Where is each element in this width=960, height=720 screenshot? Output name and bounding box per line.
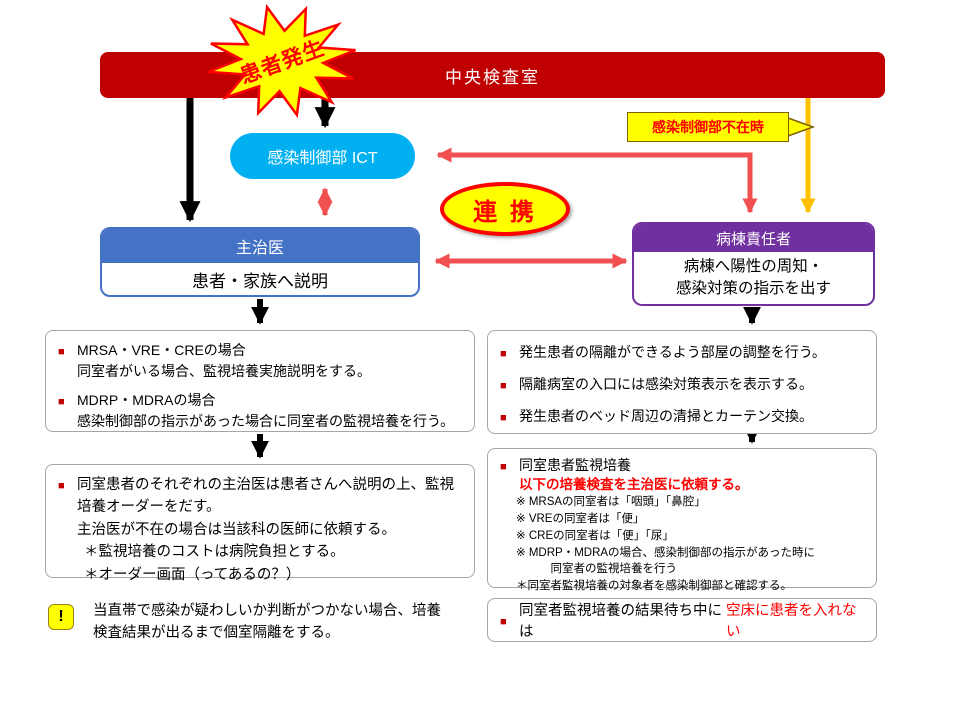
warning-text: 当直帯で感染が疑わしいか判断がつかない場合、培養 検査結果が出るまで個室隔離をす… bbox=[93, 603, 441, 642]
note-line: ※ VREの同室者は「便」 bbox=[516, 513, 645, 526]
bullet-icon: ■ bbox=[58, 396, 65, 408]
doctor-subtitle: 患者・家族へ説明 bbox=[192, 271, 328, 291]
wait-text-black: 同室者監視培養の結果待ち中には bbox=[519, 603, 722, 640]
list-item: ■ 隔離病室の入口には感染対策表示を表示する。 bbox=[500, 374, 864, 395]
item-text: 主治医が不在の場合は当該科の医師に依頼する。 bbox=[77, 521, 396, 538]
item-title: 同室患者監視培養 bbox=[519, 457, 631, 473]
item-body: 同室者がいる場合、監視培養実施説明をする。 bbox=[77, 363, 371, 379]
bullet-icon: ■ bbox=[500, 412, 507, 424]
surveillance-culture-box: ■ 同室患者監視培養 以下の培養検査を主治医に依頼する。 ※ MRSAの同室者は… bbox=[487, 448, 877, 592]
item-title: MDRP・MDRAの場合 bbox=[77, 392, 216, 408]
wait-text-red: 空床に患者を入れない bbox=[726, 603, 857, 640]
ict-node: 感染制御部 ICT bbox=[230, 133, 415, 179]
list-item: ■ 同室患者監視培養 bbox=[500, 456, 864, 476]
patient-alert-label: 患者発生 bbox=[237, 36, 328, 89]
item-body: 感染制御部の指示があった場合に同室者の監視培養を行う。 bbox=[77, 413, 455, 429]
item-text: 発生患者のベッド周辺の清掃とカーテン交換。 bbox=[519, 408, 813, 424]
item-text: ＊オーダー画面（ってあるの？） bbox=[84, 566, 301, 583]
list-item: ■ MRSA・VRE・CREの場合 同室者がいる場合、監視培養実施説明をする。 bbox=[58, 340, 462, 382]
list-item: ■ 発生患者のベッド周辺の清掃とカーテン交換。 bbox=[500, 406, 864, 427]
bullet-icon: ■ bbox=[500, 461, 507, 473]
item-title: MRSA・VRE・CREの場合 bbox=[77, 342, 246, 358]
cooperation-ellipse: 連 携 bbox=[440, 182, 570, 236]
note-line: ※ MDRP・MDRAの場合、感染制御部の指示があった時に bbox=[516, 546, 816, 559]
ward-action-box: ■ 発生患者の隔離ができるよう部屋の調整を行う。 ■ 隔離病室の入口には感染対策… bbox=[487, 330, 877, 434]
ict-absence-callout: 感染制御部不在時 bbox=[627, 112, 789, 142]
note-line: ※ CREの同室者は「便」「尿」 bbox=[516, 529, 674, 542]
bullet-icon: ■ bbox=[500, 348, 507, 360]
bullet-icon: ■ bbox=[500, 380, 507, 392]
ward-manager-subtitle: 病棟へ陽性の周知・ 感染対策の指示を出す bbox=[675, 257, 831, 297]
item-text: 同室患者のそれぞれの主治医は患者さんへ説明の上、監視培養オーダーをだす。 bbox=[77, 477, 454, 516]
item-text: ＊監視培養のコストは病院負担とする。 bbox=[84, 544, 345, 561]
item-text: 隔離病室の入口には感染対策表示を表示する。 bbox=[519, 376, 813, 392]
warning-icon: ! bbox=[48, 604, 74, 630]
doctor-order-box: ■ 同室患者のそれぞれの主治医は患者さんへ説明の上、監視培養オーダーをだす。 主… bbox=[45, 464, 475, 583]
doctor-case-instructions-box: ■ MRSA・VRE・CREの場合 同室者がいる場合、監視培養実施説明をする。 … bbox=[45, 330, 475, 432]
ward-manager-title: 病棟責任者 bbox=[634, 224, 873, 252]
callout-pointer bbox=[787, 116, 816, 138]
list-item: ■ MDRP・MDRAの場合 感染制御部の指示があった場合に同室者の監視培養を行… bbox=[58, 390, 462, 432]
ward-manager-node: 病棟責任者 病棟へ陽性の周知・ 感染対策の指示を出す bbox=[632, 222, 875, 306]
item-text: 発生患者の隔離ができるよう部屋の調整を行う。 bbox=[519, 344, 826, 360]
patient-alert-starburst bbox=[208, 3, 356, 119]
starburst-shape bbox=[208, 3, 356, 119]
note-line: ＊同室者監視培養の対象者を感染制御部と確認する。 bbox=[516, 579, 792, 592]
list-item: ■ 発生患者の隔離ができるよう部屋の調整を行う。 bbox=[500, 342, 864, 363]
note-line: ※ MRSAの同室者は「咽頭」「鼻腔」 bbox=[516, 496, 706, 509]
no-new-patient-box: ■ 同室者監視培養の結果待ち中には空床に患者を入れない bbox=[487, 598, 877, 642]
bullet-icon: ■ bbox=[500, 616, 507, 628]
bullet-icon: ■ bbox=[58, 480, 65, 492]
note-line: 同室者の監視培養を行う bbox=[516, 563, 677, 576]
request-highlight: 以下の培養検査を主治医に依頼する。 bbox=[519, 476, 749, 492]
doctor-node: 主治医 患者・家族へ説明 bbox=[100, 227, 420, 297]
list-item: ■ 同室患者のそれぞれの主治医は患者さんへ説明の上、監視培養オーダーをだす。 bbox=[58, 474, 462, 519]
bullet-icon: ■ bbox=[58, 346, 65, 358]
doctor-title: 主治医 bbox=[102, 229, 418, 263]
